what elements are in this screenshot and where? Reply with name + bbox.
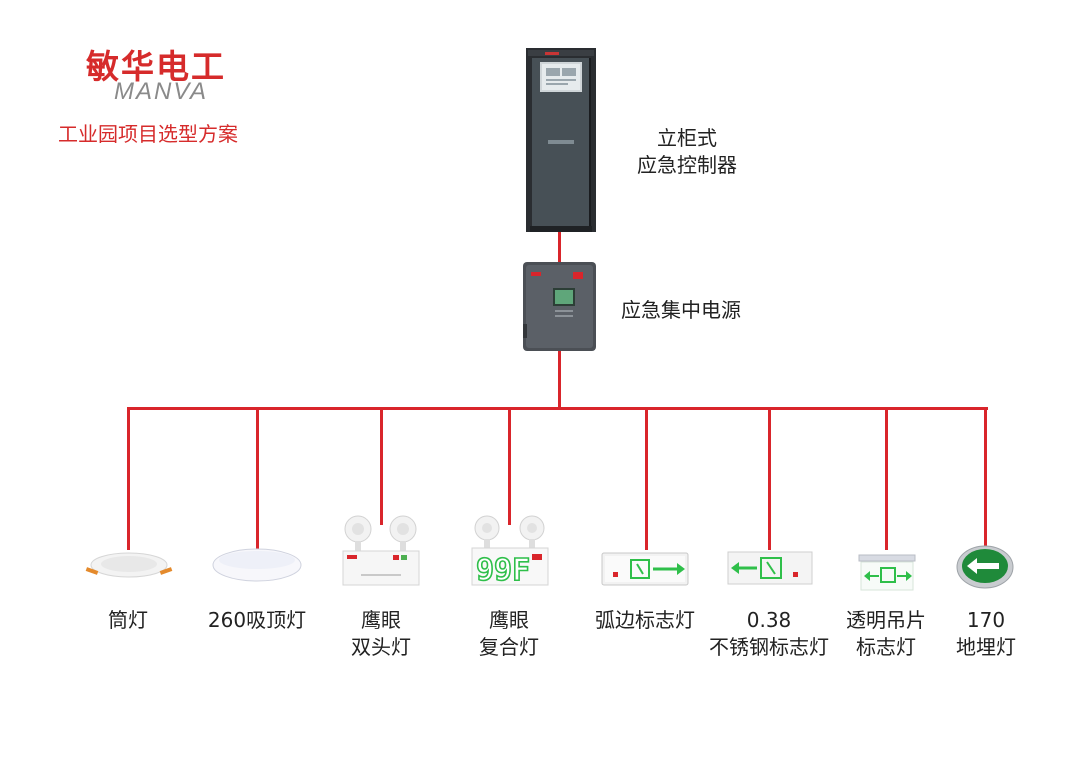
hanging-exit-sign-icon [858,554,916,591]
drop-wire-8 [984,407,987,547]
steel-exit-sign-icon [727,551,813,585]
drop-wire-4 [508,407,511,525]
fixture-label-8-line-2: 地埋灯 [956,635,1016,659]
drop-wire-6 [768,407,771,550]
fixture-label-6: 0.38 不锈钢标志灯 [696,607,842,661]
controller-label-line-2: 应急控制器 [637,153,737,177]
fixture-label-7-line-2: 标志灯 [856,635,916,659]
ceiling-light-icon [212,548,302,582]
fixture-label-1-line-1: 筒灯 [108,608,148,632]
exit-sign-icon [601,552,689,586]
fixture-label-6-line-2: 不锈钢标志灯 [709,635,829,659]
power-supply-label: 应急集中电源 [621,298,741,322]
fixture-label-5-line-1: 弧边标志灯 [595,608,695,632]
fixture-label-7: 透明吊片 标志灯 [833,607,939,661]
fixture-label-4-line-2: 复合灯 [479,635,539,659]
controller-label: 立柜式 应急控制器 [637,125,737,179]
fixture-label-6-line-1: 0.38 [746,608,792,632]
downlight-icon [85,552,173,578]
drop-wire-3 [380,407,383,525]
fixture-label-1: 筒灯 [88,607,168,634]
floor-light-icon [956,545,1014,589]
fixture-label-2-line-1: 260吸顶灯 [207,608,307,632]
brand-subtitle: 工业园项目选型方案 [58,122,238,146]
trunk-wire-top [558,232,561,262]
power-supply-icon [523,262,596,351]
drop-wire-5 [645,407,648,550]
cabinet-controller-icon [526,48,596,232]
fixture-label-2: 260吸顶灯 [197,607,317,634]
fixture-label-3: 鹰眼 双头灯 [331,607,431,661]
drop-wire-7 [885,407,888,550]
drop-wire-1 [127,407,130,550]
fixture-label-4-line-1: 鹰眼 [489,608,529,632]
combo-light-display: 99F [476,553,530,586]
fixture-label-8: 170 地埋灯 [944,607,1028,661]
fixture-label-3-line-1: 鹰眼 [361,608,401,632]
fixture-label-3-line-2: 双头灯 [351,635,411,659]
twin-head-light-icon [342,515,420,586]
fixture-label-7-line-1: 透明吊片 [846,608,926,632]
trunk-wire-bottom [558,351,561,409]
fixture-label-5: 弧边标志灯 [580,607,710,634]
brand-name-en: MANVA [114,78,209,105]
brand-name-cn: 敏华电工 [86,47,226,86]
fixture-label-8-line-1: 170 [966,608,1006,632]
drop-wire-2 [256,407,259,550]
bus-wire [127,407,988,410]
controller-label-line-1: 立柜式 [657,126,717,150]
fixture-label-4: 鹰眼 复合灯 [459,607,559,661]
combo-light-icon: 99F [471,515,549,586]
